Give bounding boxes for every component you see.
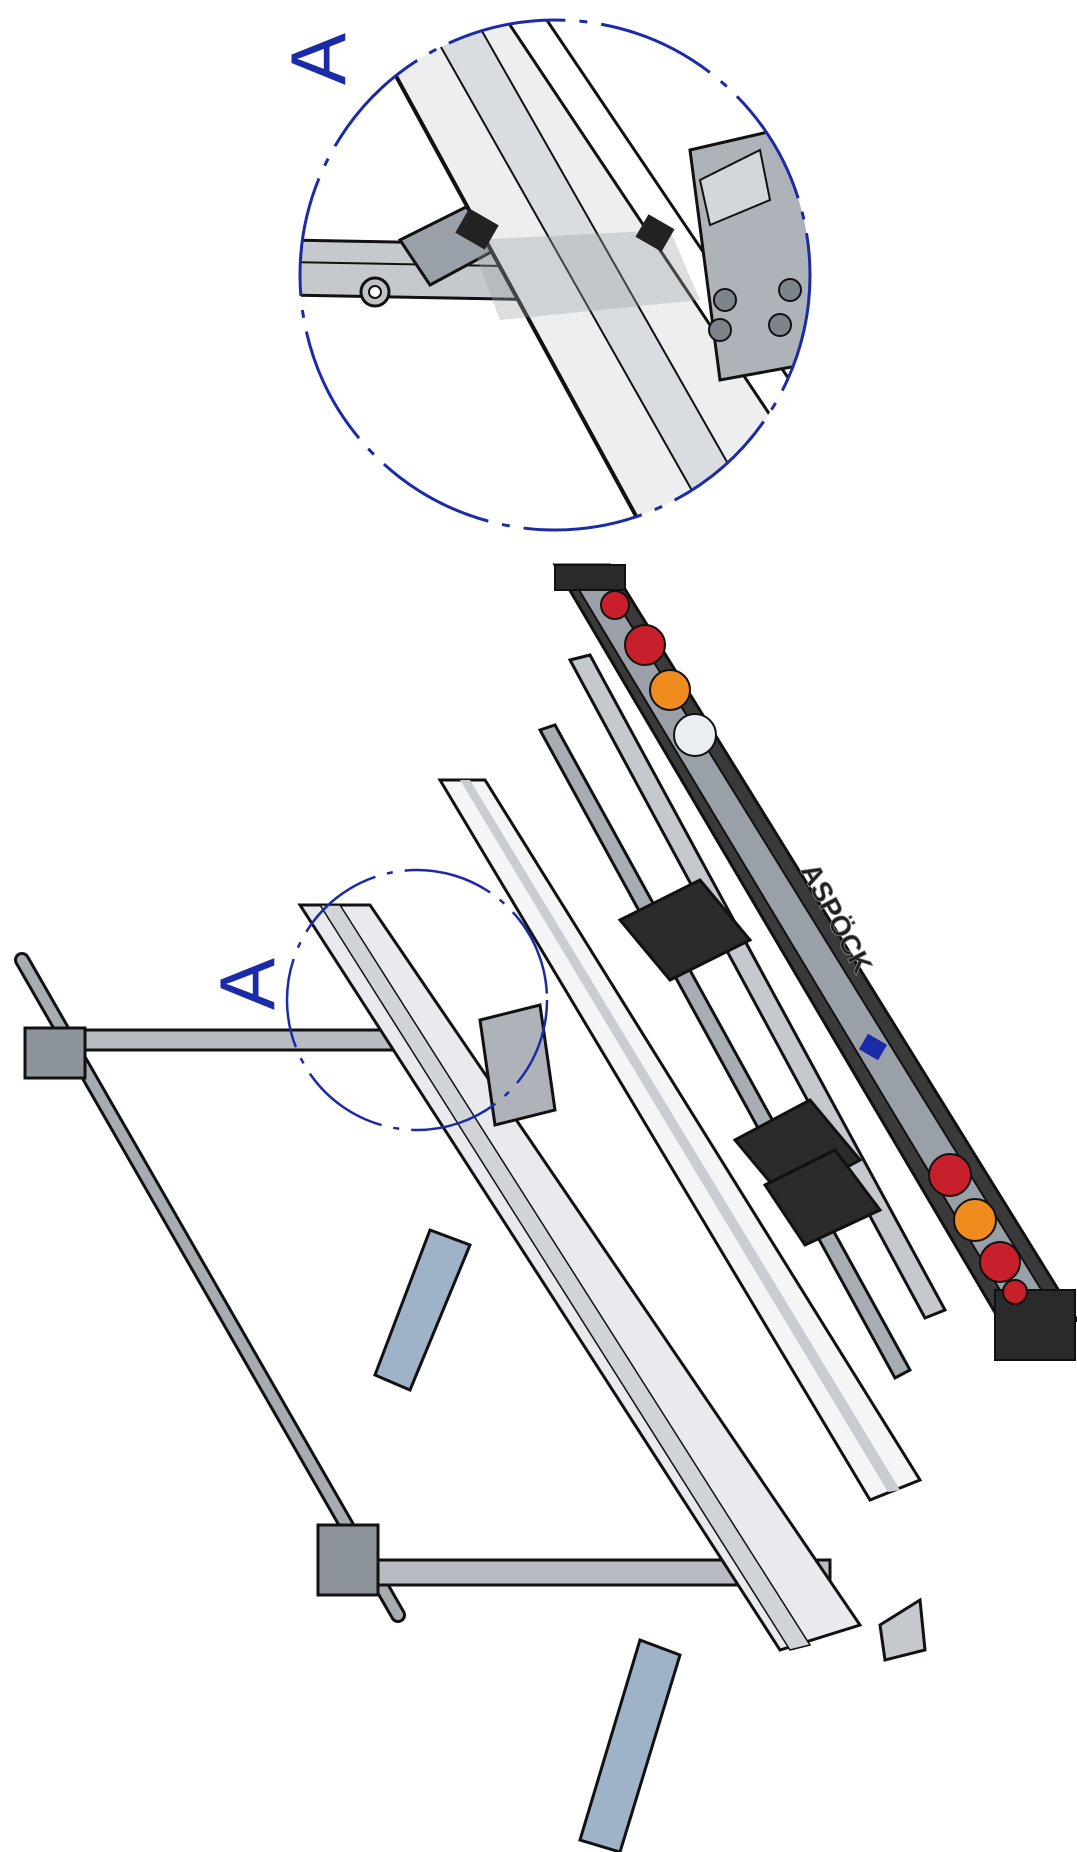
- light-bar: ASPÖCK: [552, 563, 1077, 1361]
- detail-view-content: [300, 20, 810, 530]
- main-assembly: ASPÖCK: [14, 563, 1077, 1852]
- lamp-red-4: [979, 1241, 1021, 1283]
- lamp-red-5: [1002, 1279, 1028, 1305]
- clamp-block-top: [23, 1026, 87, 1080]
- beam-end-cap: [878, 1597, 927, 1662]
- rubber-buffer-1: [617, 878, 753, 982]
- lamp-clear: [673, 713, 717, 757]
- lamp-red-1: [600, 590, 630, 620]
- leg-rear: [373, 1228, 472, 1392]
- lamp-red-2: [624, 624, 666, 666]
- mount-plate-main: [478, 1003, 557, 1127]
- callout-a-main: A: [203, 868, 549, 1132]
- detail-label: A: [274, 33, 362, 85]
- detail-boundary: [298, 18, 812, 532]
- lamp-red-3: [928, 1153, 972, 1197]
- lamp-amber-2: [953, 1198, 997, 1242]
- frame-tube-upper: [38, 1028, 402, 1052]
- clamp-block-bottom: [316, 1523, 380, 1597]
- rubber-buffer-3: [762, 1148, 883, 1247]
- leg-front: [578, 1638, 682, 1852]
- lamp-amber-1: [649, 669, 691, 711]
- callout-label: A: [203, 958, 291, 1010]
- detail-view-a: A: [274, 18, 812, 532]
